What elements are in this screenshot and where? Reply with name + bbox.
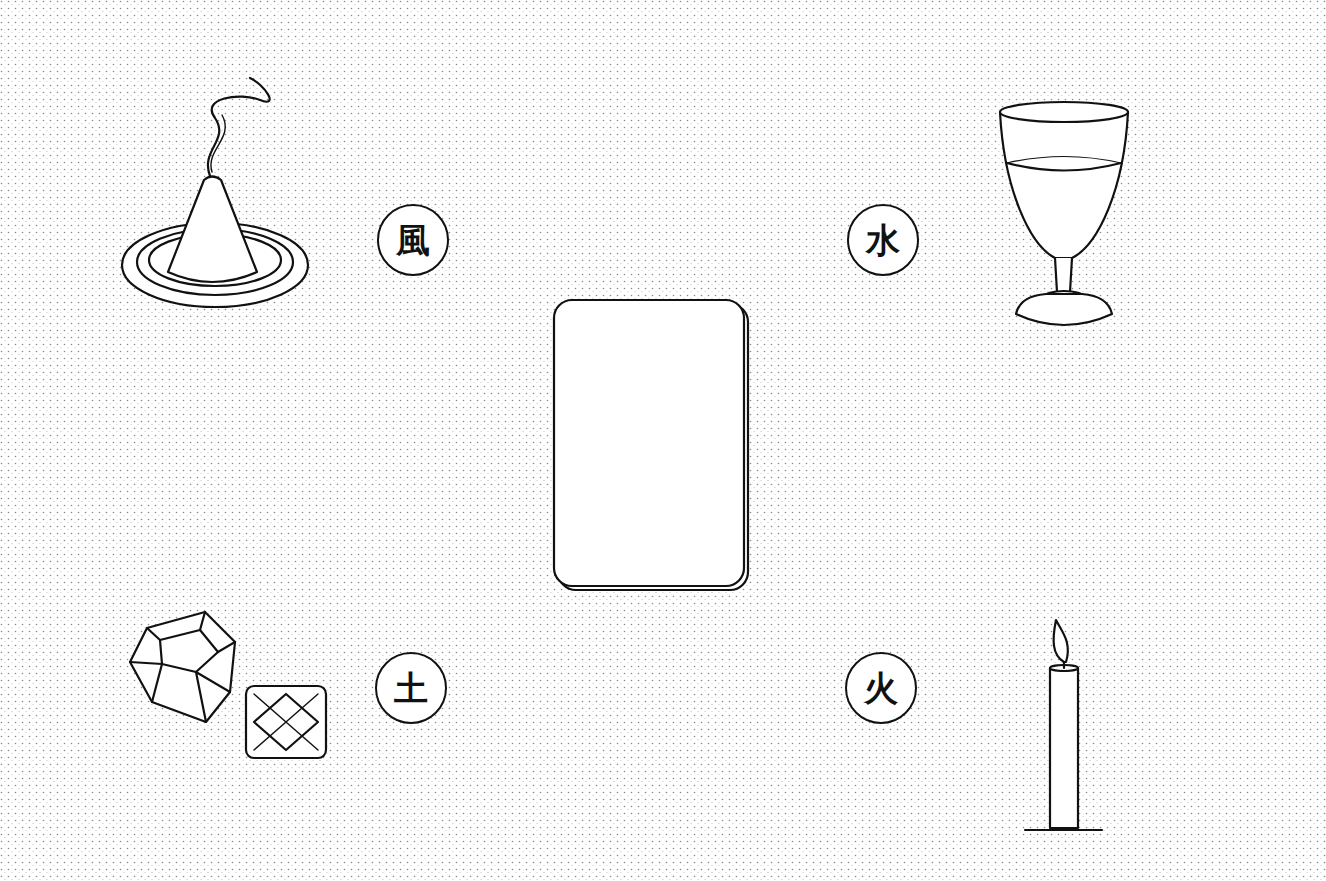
- element-kanji: 風: [396, 223, 430, 257]
- element-seal: 水: [847, 204, 919, 276]
- crystal-stones: [130, 612, 326, 758]
- element-seal: 風: [377, 204, 449, 276]
- incense-cone: [122, 78, 308, 307]
- candle: [1025, 620, 1102, 830]
- water-glass: [1000, 102, 1128, 325]
- element-kanji: 土: [394, 671, 428, 705]
- element-seal: 土: [375, 652, 447, 724]
- blank-card: [554, 300, 748, 590]
- element-seal: 火: [845, 652, 917, 724]
- element-kanji: 水: [866, 223, 900, 257]
- element-kanji: 火: [864, 671, 898, 705]
